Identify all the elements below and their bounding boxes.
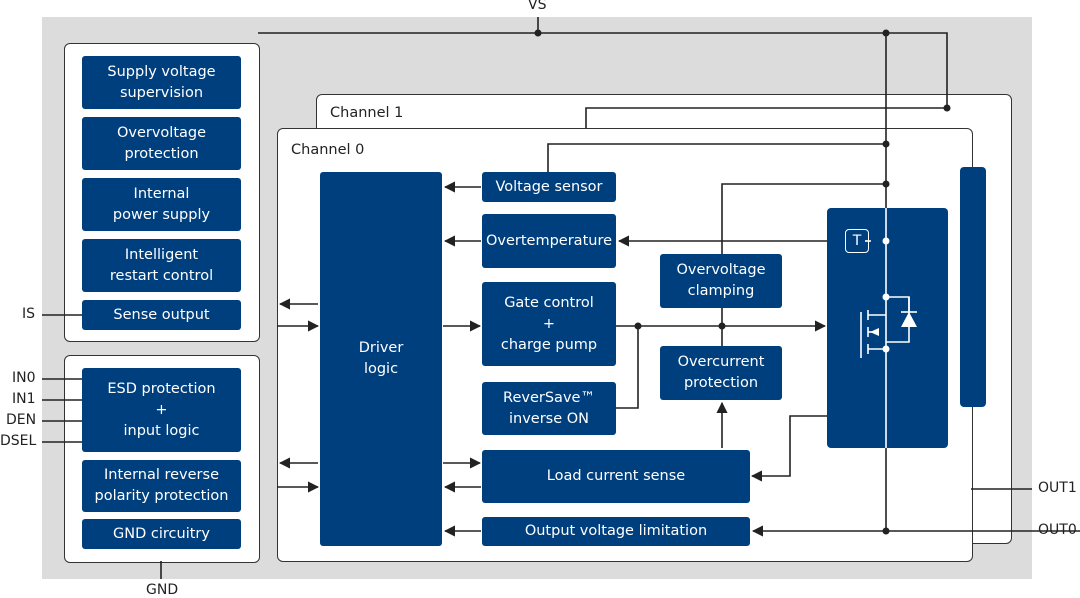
intelligent-restart-control-block: Intelligent restart control [82,239,241,292]
in1-pin-label: IN1 [12,391,36,407]
channel-1-label: Channel 1 [330,105,404,121]
power-stage [827,208,948,448]
vs-to-ov-clamp [721,183,886,254]
den-pin-label: DEN [6,412,37,428]
vs-to-ch1 [585,107,947,128]
voltage-sensor-block: Voltage sensor [482,172,616,202]
sense-output-block: Sense output [82,300,241,330]
channel-1-power-stage [960,167,986,407]
channel-0-label: Channel 0 [291,142,365,158]
reversave-block: ReverSave™ inverse ON [482,382,616,435]
temp-sensor-icon: T [845,229,869,253]
load-current-sense-block: Load current sense [482,450,750,503]
reverse-polarity-protection-block: Internal reverse polarity protection [82,460,241,512]
gnd-pin-label: GND [146,582,179,598]
vs-bus [258,32,948,108]
internal-power-supply-block: Internal power supply [82,178,241,231]
vs-to-voltage-sensor [547,143,886,172]
driver-logic-block: Driver logic [320,172,442,546]
overcurrent-protection-block: Overcurrent protection [660,346,782,400]
gnd-circuitry-block: GND circuitry [82,519,241,549]
dsel-pin-label: DSEL [0,433,37,449]
supply-voltage-supervision-block: Supply voltage supervision [82,56,241,109]
vs-pin-label: VS [528,0,547,13]
power-mosfet-symbol [860,208,917,448]
overvoltage-clamping-block: Overvoltage clamping [660,254,782,308]
out0-pin-label: OUT0 [1038,522,1077,538]
gate-control-block: Gate control + charge pump [482,282,616,366]
reversave-to-gate [616,326,639,409]
in0-pin-label: IN0 [12,370,36,386]
overtemperature-block: Overtemperature [482,214,616,268]
overvoltage-protection-block: Overvoltage protection [82,117,241,170]
esd-protection-block: ESD protection + input logic [82,368,241,452]
is-pin-label: IS [22,306,36,322]
output-voltage-limitation-block: Output voltage limitation [482,517,750,546]
out1-pin-label: OUT1 [1038,480,1077,496]
